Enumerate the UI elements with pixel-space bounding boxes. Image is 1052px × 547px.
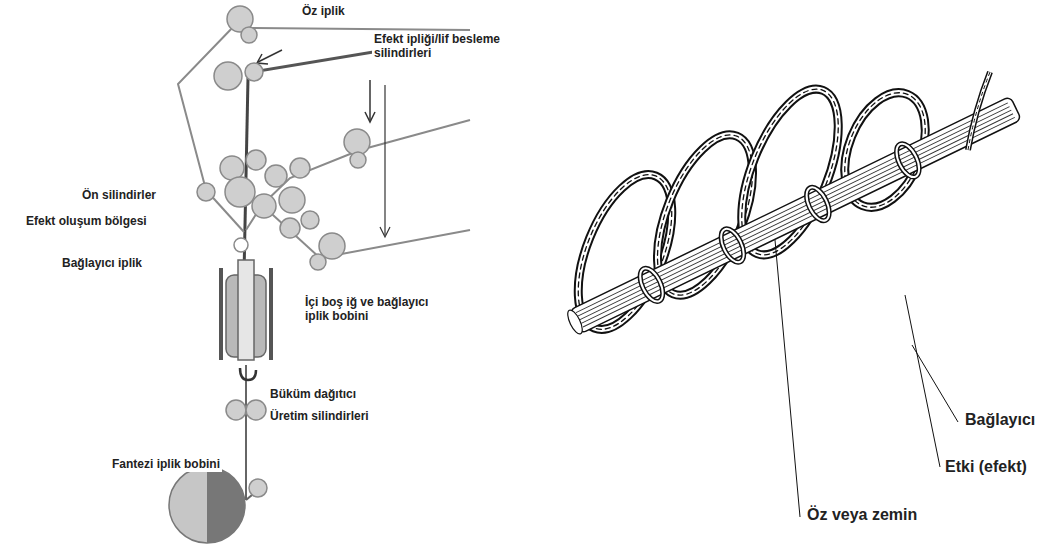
front-roller-label: Ön silindirler [80, 189, 158, 203]
spindle-label: İçi boş iğ ve bağlayıcı iplik bobini [303, 296, 457, 324]
delivery-roller-label: Üretim silindirleri [268, 410, 371, 424]
package-label: Fantezi iplik bobini [110, 458, 222, 472]
feed-roller-label: Efekt ipliği/lif besleme silindirleri [372, 33, 521, 61]
twist-trap-label: Büküm dağıtıcı [268, 388, 358, 402]
core-label: Öz veya zemin [805, 506, 919, 524]
effect-zone-label: Efekt oluşum bölgesi [24, 215, 149, 229]
binder-label: Bağlayıcı [963, 411, 1037, 429]
binder-yarn-label: Bağlayıcı iplik [60, 257, 144, 271]
yarn-label: Öz iplik [300, 5, 347, 19]
effect-label: Etki (efekt) [943, 458, 1029, 476]
